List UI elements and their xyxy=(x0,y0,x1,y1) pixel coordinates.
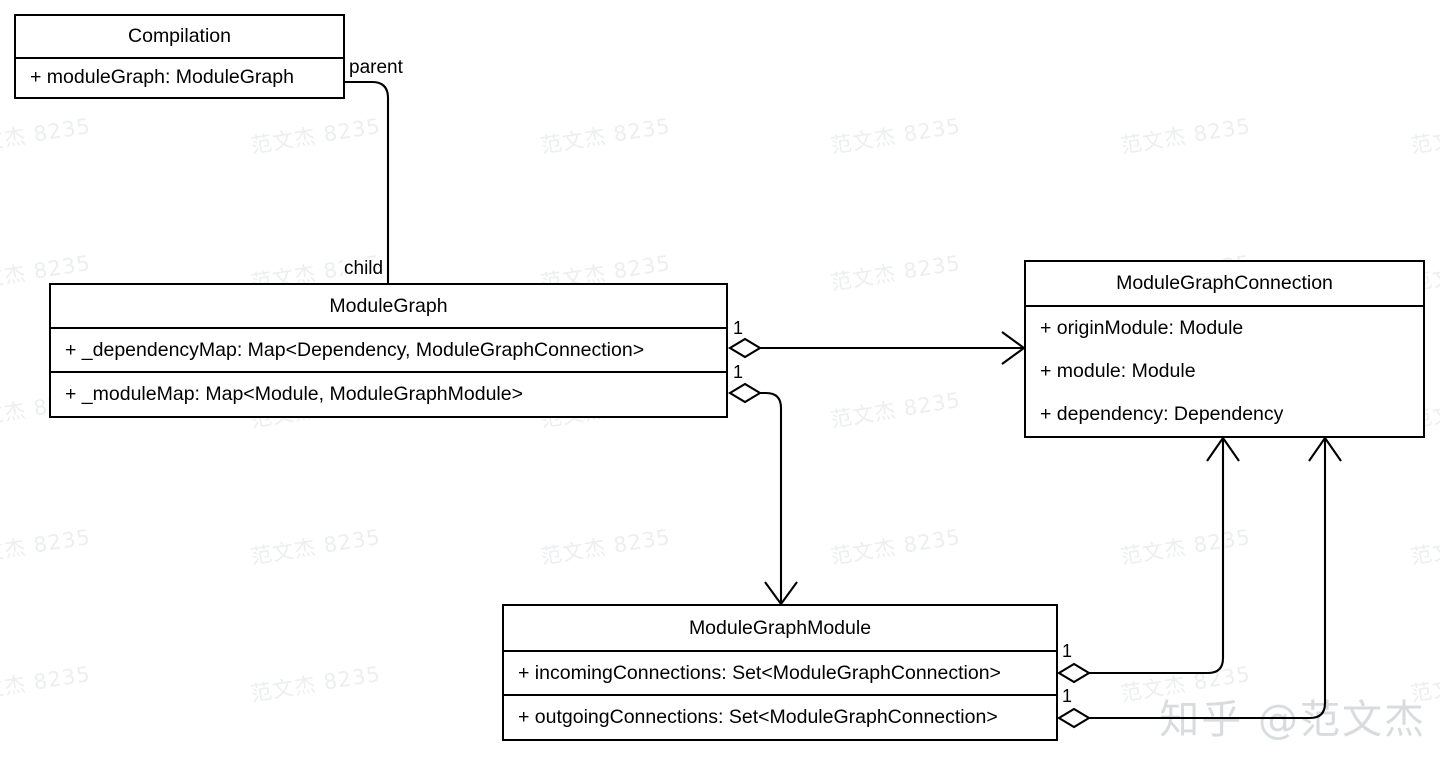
class-attributes-module-graph-module: + incomingConnections: Set<ModuleGraphCo… xyxy=(504,652,1056,739)
multiplicity-mgm-incoming: 1 xyxy=(1062,641,1073,661)
brand-watermark: 知乎 @范文杰 xyxy=(1159,697,1426,743)
class-box-compilation[interactable]: Compilation + moduleGraph: ModuleGraph xyxy=(14,14,345,99)
class-attribute: + module: Module xyxy=(1040,359,1196,382)
class-attribute: + originModule: Module xyxy=(1040,316,1244,339)
aggregation-diamond-mg-mgc xyxy=(727,337,763,359)
edge-compilation-modulegraph xyxy=(345,80,390,283)
edge-label-parent: parent xyxy=(348,57,404,79)
edge-label-child: child xyxy=(343,258,385,280)
class-name-compilation: Compilation xyxy=(16,16,343,59)
class-attribute: + dependency: Dependency xyxy=(1040,402,1284,425)
class-box-module-graph-connection[interactable]: ModuleGraphConnection+ originModule: Mod… xyxy=(1024,260,1425,438)
class-attribute: + _dependencyMap: Map<Dependency, Module… xyxy=(65,338,645,361)
aggregation-diamond-mg-mgm xyxy=(727,382,763,404)
class-attributes-module-graph: + _dependencyMap: Map<Dependency, Module… xyxy=(51,329,726,416)
edge-mgm-incoming-connections xyxy=(1088,438,1225,675)
multiplicity-mgm-outgoing: 1 xyxy=(1062,686,1073,706)
class-attribute: + moduleGraph: ModuleGraph xyxy=(30,66,294,89)
open-arrowhead-mgm-incoming xyxy=(1206,436,1240,462)
class-attribute: + outgoingConnections: Set<ModuleGraphCo… xyxy=(504,694,1056,738)
class-name-module-graph-module: ModuleGraphModule xyxy=(504,606,1056,652)
multiplicity-mg-to-mgc: 1 xyxy=(733,318,744,338)
class-attribute: + _moduleMap: Map<Module, ModuleGraphMod… xyxy=(51,371,726,415)
multiplicity-mg-to-mgm: 1 xyxy=(733,362,744,382)
class-name-module-graph: ModuleGraph xyxy=(51,285,726,329)
class-name-module-graph-connection: ModuleGraphConnection xyxy=(1026,262,1423,307)
aggregation-diamond-mgm-incoming xyxy=(1056,662,1092,684)
edge-modulegraph-modulegraphmodule xyxy=(759,391,783,604)
class-box-module-graph-module[interactable]: ModuleGraphModule + incomingConnections: … xyxy=(502,604,1058,741)
class-box-module-graph[interactable]: ModuleGraph + _dependencyMap: Map<Depende… xyxy=(49,283,728,418)
edge-mgm-outgoing-connections xyxy=(1088,438,1327,720)
class-attribute: + incomingConnections: Set<ModuleGraphCo… xyxy=(518,661,1001,684)
class-attributes-compilation: + moduleGraph: ModuleGraph xyxy=(16,59,343,97)
aggregation-diamond-mgm-outgoing xyxy=(1056,707,1092,729)
open-arrowhead-mgm-outgoing xyxy=(1308,436,1342,462)
class-attributes-module-graph-connection: + originModule: Module + module: Module + … xyxy=(1026,307,1423,436)
